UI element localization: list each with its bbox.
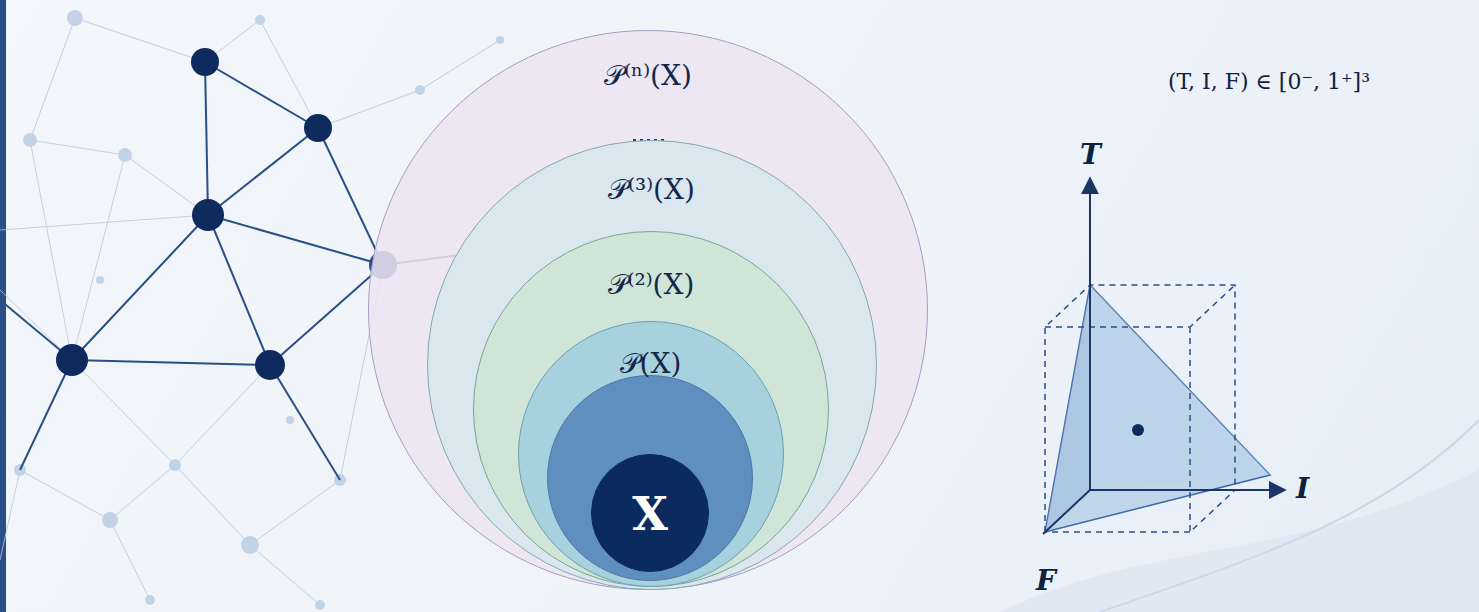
axis-label: T [1080,140,1101,171]
base-set-circle: X [591,454,709,572]
set-label: 𝒫⁽²⁾(X) [474,270,828,301]
formula-label: (T, I, F) ∈ [0⁻, 1⁺]³ [1168,70,1370,94]
axis-label: F [1036,566,1056,597]
edge-bar [0,0,6,612]
set-circle: 𝒫(X) X [518,321,784,587]
set-label: 𝒫(X) [519,349,783,380]
outer-set-circle: 𝒫⁽ⁿ⁾(X) 𝒫⁽³⁾(X) 𝒫⁽²⁾(X) 𝒫(X) X [368,30,928,590]
set-label: 𝒫⁽ⁿ⁾(X) [369,61,927,92]
network-nodes [56,48,397,380]
set-label: 𝒫⁽³⁾(X) [428,175,876,206]
set-circle: 𝒫⁽³⁾(X) 𝒫⁽²⁾(X) 𝒫(X) X [427,140,877,590]
tif-figure [1043,178,1285,534]
set-label: X [592,489,708,540]
set-circle: 𝒫⁽²⁾(X) 𝒫(X) X [473,231,829,587]
axis-label: I [1296,474,1309,505]
